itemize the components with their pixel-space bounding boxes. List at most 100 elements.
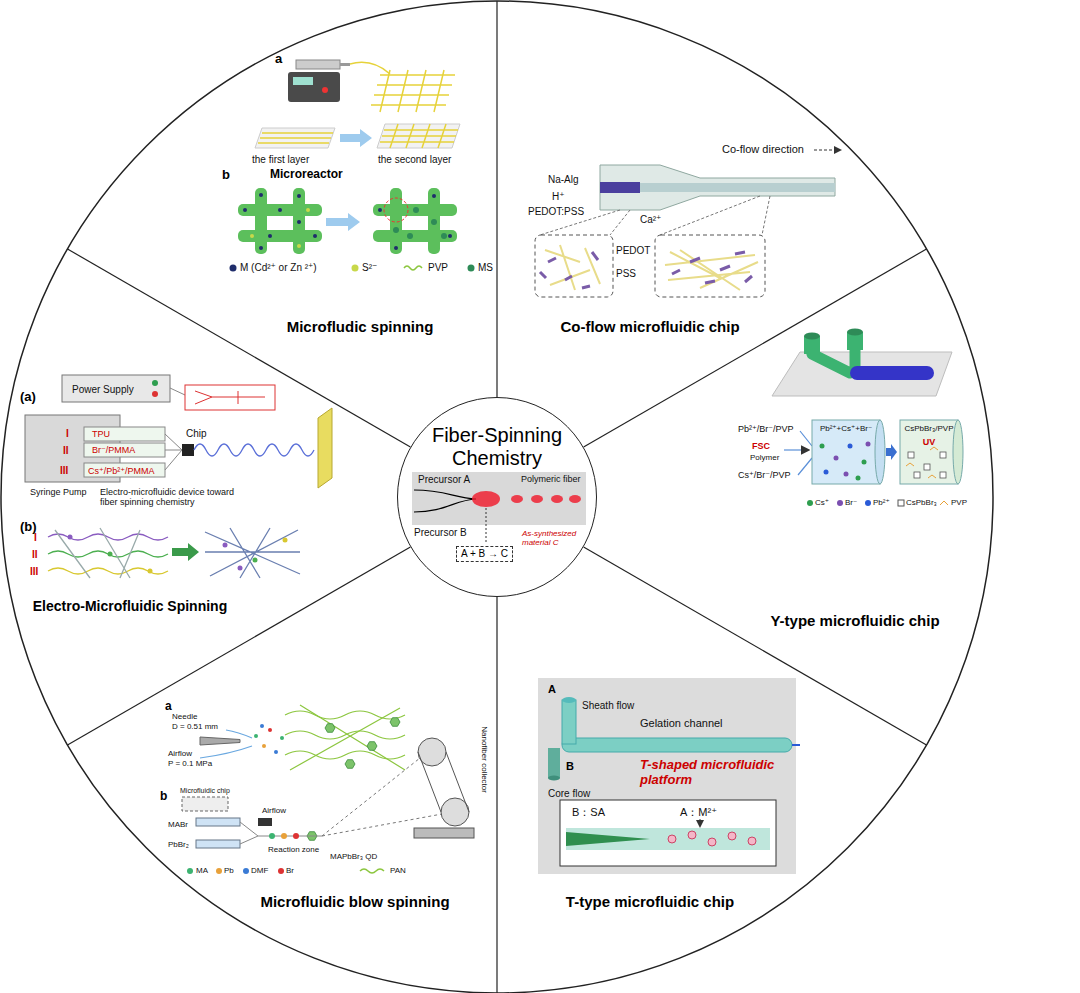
first-layer — [255, 128, 335, 148]
ion-dot — [834, 456, 839, 461]
y-chip — [772, 329, 952, 397]
microreactor-grid — [428, 188, 440, 254]
spray-dot — [280, 736, 284, 740]
chip-layout — [185, 385, 275, 410]
ion-dot — [259, 246, 263, 250]
label-text: a — [165, 700, 172, 714]
label-text: II — [32, 549, 38, 561]
panel-title: Electro-Microfluidic Spinning — [33, 598, 227, 614]
legend-mark — [360, 869, 384, 873]
ms-dot — [393, 227, 399, 233]
sulfide-dot — [306, 208, 310, 212]
zoom-box — [535, 235, 765, 297]
label-text: Sheath flow — [582, 700, 634, 712]
fiber-network — [48, 528, 300, 578]
second-layer — [377, 124, 460, 148]
spray-dot — [262, 744, 266, 748]
t-chip — [538, 678, 800, 874]
fiber-network — [48, 551, 168, 557]
label-text: Microfluidic chip — [180, 787, 230, 795]
syringe-pump-drawing — [288, 72, 340, 102]
fiber-grid — [350, 62, 390, 74]
label-text: Power Supply — [72, 384, 134, 396]
ion-dot — [856, 476, 861, 481]
microreactor-grid — [373, 204, 457, 216]
zoom-leader — [660, 196, 760, 235]
ion-dot — [259, 193, 263, 197]
label-text: Co-flow direction — [722, 143, 804, 156]
inset-box — [566, 832, 650, 846]
ion-dot — [866, 442, 871, 447]
quantum-dot — [367, 742, 377, 751]
label-text: Precursor B — [414, 527, 467, 539]
microreactor-grid — [238, 188, 457, 254]
label-text: Cs⁺/Br⁻/PVP — [738, 470, 791, 480]
ion-dot — [297, 194, 301, 198]
precursor-line — [414, 499, 476, 512]
t-chip — [548, 776, 560, 781]
microfluidic-chip — [182, 797, 228, 811]
label-text: PVP — [428, 262, 448, 274]
reaction-leader — [486, 508, 487, 544]
label-text: A — [548, 683, 556, 696]
nanofiber-collector — [414, 738, 474, 838]
airflow-line — [200, 730, 252, 758]
quantum-dot — [307, 718, 400, 841]
ion-dot — [68, 535, 288, 574]
label-text: FSC — [752, 441, 770, 451]
ion-dot — [448, 234, 452, 238]
label-text: Needle — [172, 712, 197, 721]
ion-dot — [313, 234, 317, 238]
process-arrow — [340, 129, 372, 147]
label-text: Airflow — [262, 806, 286, 815]
syringe-pump — [165, 434, 182, 470]
legend-mark — [230, 265, 237, 272]
legend-mark — [216, 868, 222, 874]
needle — [200, 737, 240, 745]
needle — [200, 737, 240, 745]
label-text: a — [275, 52, 282, 67]
ion-dot — [148, 569, 153, 574]
zoom-box — [535, 235, 613, 297]
label-text: Pb²⁺+Cs⁺+Br⁻ — [820, 424, 872, 433]
ion-dot — [68, 535, 73, 540]
center-circle: Fiber-Spinning ChemistryA + B → C — [397, 397, 597, 597]
label-text: Na-Alg — [548, 174, 579, 186]
pss-chain — [545, 245, 600, 290]
spray-dot — [254, 734, 258, 738]
syringe-pump-drawing — [340, 63, 350, 66]
ion-dot — [283, 538, 288, 543]
ms-dot — [431, 219, 437, 225]
divider-line — [496, 597, 497, 993]
label-text: PEDOT:PSS — [528, 206, 584, 218]
feed-line — [798, 458, 812, 475]
t-chip — [538, 678, 796, 874]
label-text: P = 0.1 MPa — [168, 759, 212, 768]
fiber-network — [48, 568, 168, 574]
label-text: PEDOT — [616, 245, 650, 257]
pedot-segment — [540, 252, 598, 288]
zoom-box — [655, 235, 765, 297]
label-text: Pb²⁺/Br⁻/PVP — [738, 424, 794, 434]
legend-mark — [187, 868, 384, 874]
reaction-spot — [472, 491, 581, 507]
precursor-line — [414, 490, 476, 512]
quantum-dot — [390, 718, 400, 727]
fiber-cylinder — [900, 420, 958, 484]
label-text: PVP — [951, 498, 967, 507]
syringe — [196, 818, 322, 848]
reaction-spot — [551, 495, 563, 503]
label-text: MS — [478, 262, 493, 274]
legend-mark — [807, 500, 813, 506]
label-text: PSS — [616, 268, 636, 280]
label-text: Precursor A — [418, 474, 470, 486]
y-chip — [850, 366, 934, 380]
power-supply — [152, 391, 158, 397]
sulfide-dot — [250, 234, 254, 238]
center-title: Fiber-Spinning Chemistry — [417, 424, 577, 470]
label-text: Br — [286, 866, 294, 875]
panel-title: Microfludic spinning — [287, 318, 434, 335]
process-arrow — [340, 129, 372, 147]
syringe-pump — [25, 415, 182, 482]
